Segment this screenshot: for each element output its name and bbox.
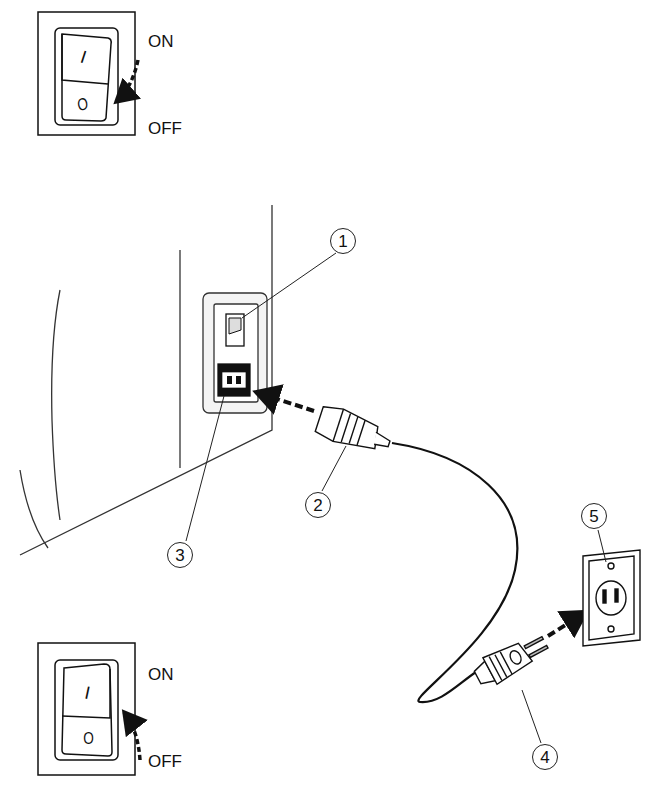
switch-state-label: ON [148,33,174,50]
appliance-plug [314,403,395,458]
switch-inset-on [38,643,140,775]
switch-symbol: O [84,730,95,747]
wall-outlet [583,550,640,646]
switch-inset-off [38,12,138,135]
callout-number: 3 [175,547,184,564]
switch-state-label: ON [148,666,174,683]
callout-circle: 5 [581,503,607,529]
callout-number: 1 [338,233,347,250]
callout-circle: 3 [167,542,193,568]
wall-plug [471,629,552,691]
switch-symbol: I [79,48,89,67]
leader-lines [186,253,606,743]
callout-circle: 4 [532,744,558,770]
callout-circle: 1 [330,228,356,254]
sewing-machine-side [20,205,272,555]
callout-number: 5 [589,508,598,525]
callout-number: 2 [313,497,322,514]
callout-number: 4 [540,749,549,766]
switch-symbol: I [84,684,93,703]
switch-state-label: OFF [148,120,182,137]
switch-symbol: O [76,94,90,114]
switch-state-label: OFF [148,753,182,770]
callout-circle: 2 [305,492,331,518]
insert-arrow [256,392,314,411]
insert-arrow [548,612,586,636]
